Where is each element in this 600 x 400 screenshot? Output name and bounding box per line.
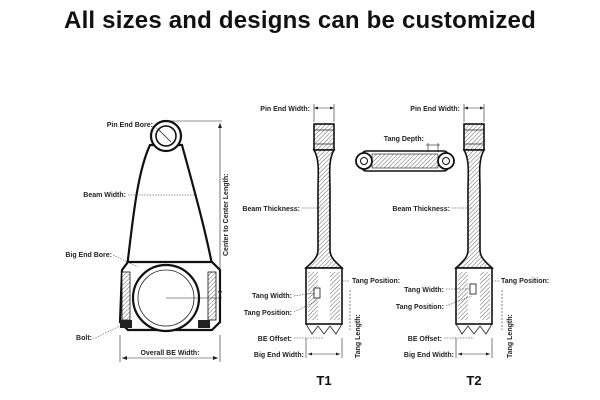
rod-side-view-t2: Tang Depth: Pin End Width: Beam Thicknes… xyxy=(355,104,549,388)
label-beam-width: Beam Width: xyxy=(83,192,126,199)
bolt-head-right xyxy=(198,320,210,328)
t2-label-tang-width: Tang Width: xyxy=(404,287,444,294)
t1-tang xyxy=(313,287,321,299)
t1-caption: T1 xyxy=(316,373,331,388)
label-pin-end-bore: Pin End Bore: xyxy=(107,122,153,129)
t2-tang-depth-detail xyxy=(355,143,455,172)
t1-label-big-end-width: Big End Width: xyxy=(254,352,304,359)
t2-label-pin-end-width: Pin End Width: xyxy=(410,106,460,113)
t2-tang xyxy=(469,283,477,295)
t1-label-beam-thickness: Beam Thickness: xyxy=(242,206,300,213)
t1-label-tang-width: Tang Width: xyxy=(252,293,292,300)
label-big-end-bore: Big End Bore: xyxy=(65,252,112,259)
bolt-right xyxy=(207,271,217,321)
rod-front-view: Center to Center Length: Overall BE Widt… xyxy=(65,119,230,362)
t1-label-tang-length: Tang Length: xyxy=(355,314,362,358)
label-bolt: Bolt: xyxy=(76,335,92,342)
bolt-left xyxy=(121,271,131,321)
t2-label-big-end-width: Big End Width: xyxy=(404,352,454,359)
t1-bolt-ends xyxy=(305,323,343,335)
t1-label-tang-position: Tang Position: xyxy=(244,310,292,317)
headline: All sizes and designs can be customized xyxy=(64,7,536,34)
label-overall-be-width: Overall BE Width: xyxy=(140,350,199,357)
t1-beam xyxy=(304,149,344,269)
label-center-to-center: Center to Center Length: xyxy=(223,174,230,256)
t2-beam xyxy=(454,149,494,269)
t1-label-tang-position-side: Tang Position: xyxy=(352,278,400,285)
rod-side-view-t1: Pin End Width: Beam Thickness: Tang Widt… xyxy=(242,104,400,388)
pin-end-bore xyxy=(155,125,177,147)
t2-pin-end xyxy=(463,123,485,151)
t2-label-beam-thickness: Beam Thickness: xyxy=(392,206,450,213)
t1-pin-end xyxy=(313,123,335,151)
t2-bolt-ends xyxy=(455,323,493,335)
t2-label-be-offset: BE Offset: xyxy=(408,336,442,343)
t2-label-tang-depth: Tang Depth: xyxy=(384,136,424,143)
bolt-head-left xyxy=(120,320,132,328)
rod-beam-outline xyxy=(124,143,216,277)
t1-label-pin-end-width: Pin End Width: xyxy=(260,106,310,113)
t1-label-be-offset: BE Offset: xyxy=(258,336,292,343)
t2-caption: T2 xyxy=(466,373,481,388)
t2-label-tang-position-side: Tang Position: xyxy=(501,278,549,285)
t2-label-tang-position: Tang Position: xyxy=(396,304,444,311)
t2-label-tang-length: Tang Length: xyxy=(507,314,514,358)
